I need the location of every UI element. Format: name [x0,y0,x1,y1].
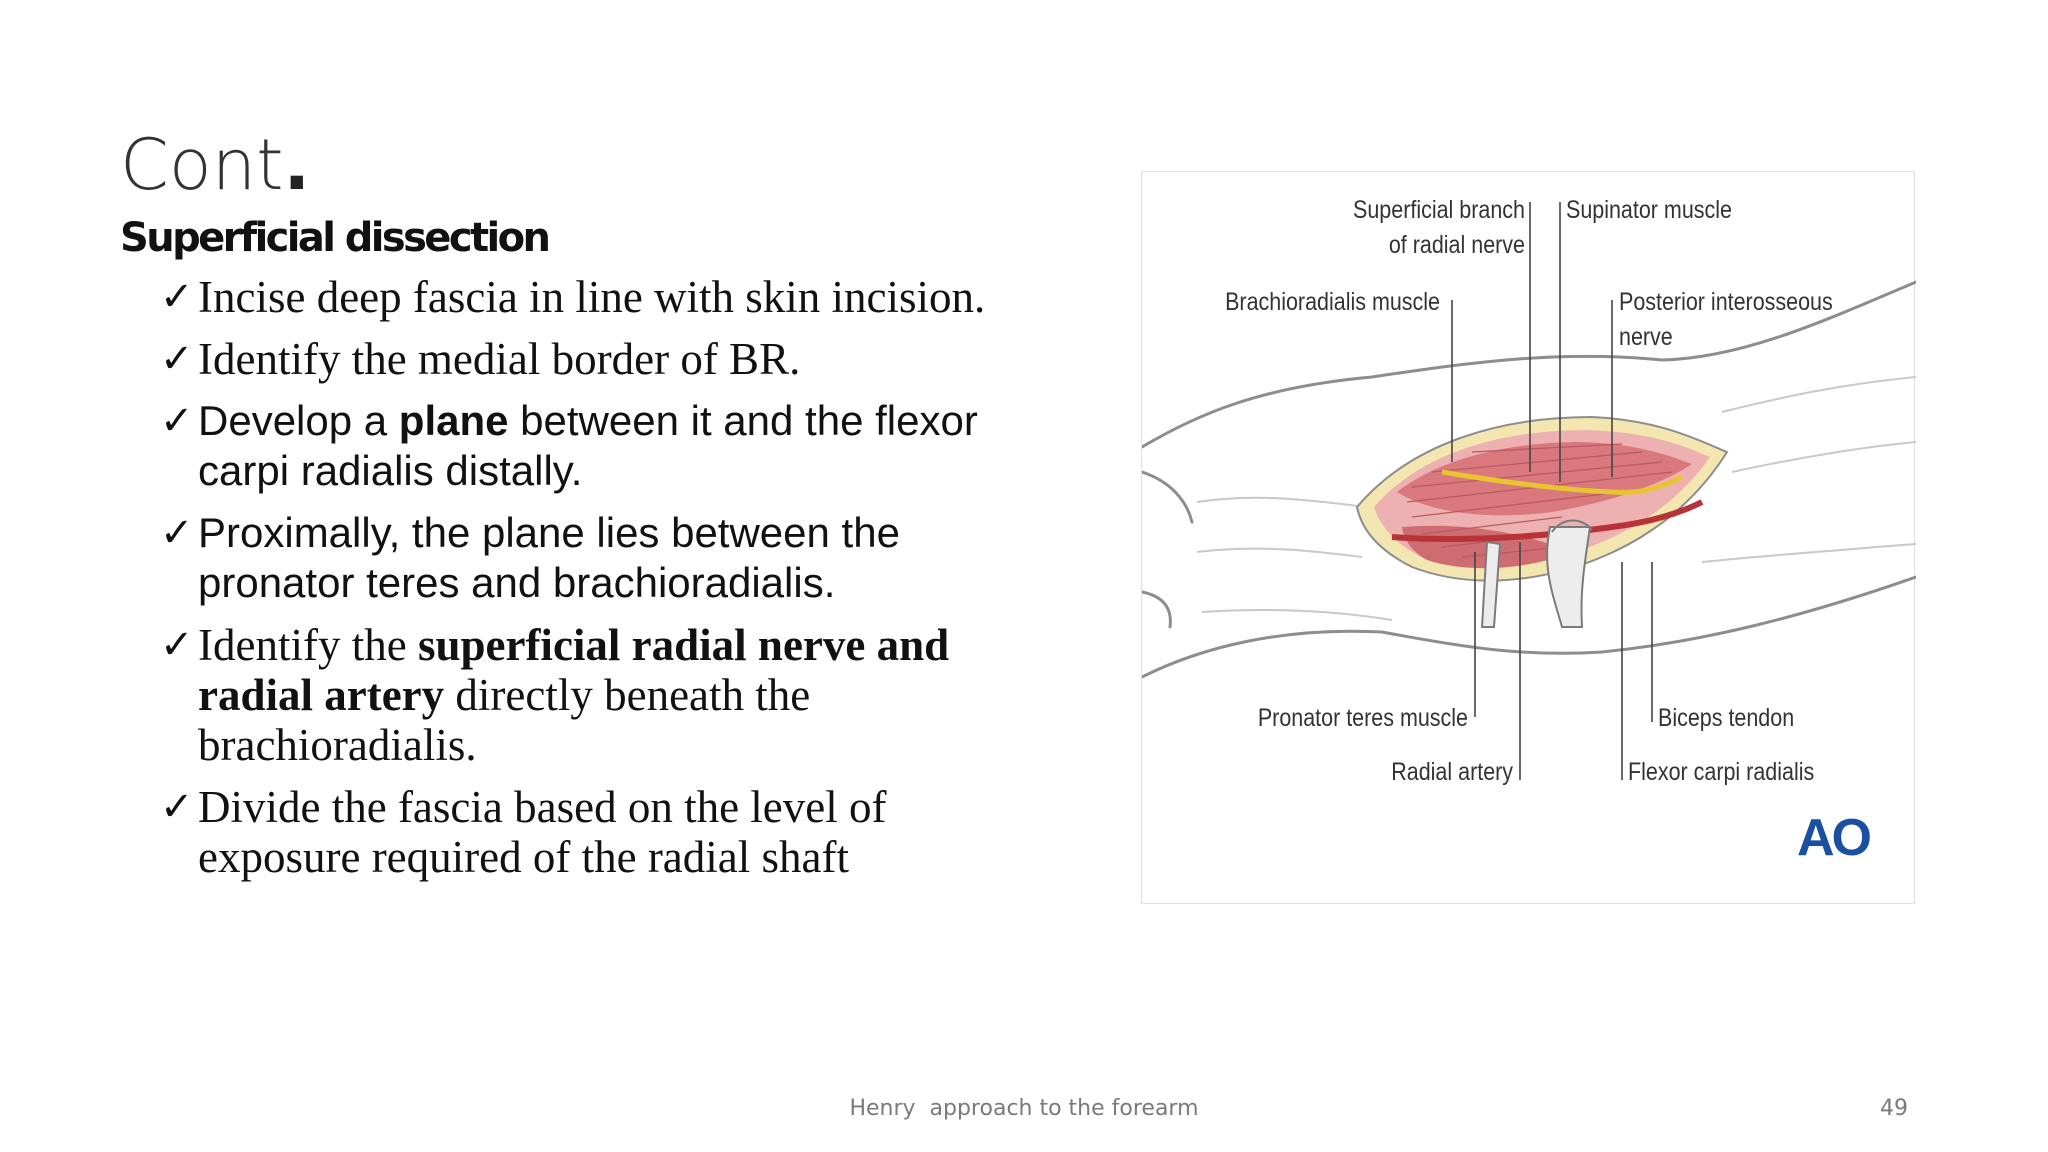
label-pronator-teres-muscle: Pronator teres muscle [1258,703,1468,731]
bullet-text: directly beneath the brachioradialis. [198,670,811,770]
bullet-text: Develop a [198,397,399,444]
bullet-item: ✓ Divide the fascia based on the level o… [160,782,1020,882]
superficial-radial-nerve [1441,469,1684,495]
retractor-left [1480,540,1502,628]
leader-lines [1451,202,1653,780]
label-brachioradialis-muscle: Brachioradialis muscle [1225,287,1440,315]
label-superficial-branch-line2: of radial nerve [1389,230,1525,258]
bullet-text: Proximally, the plane lies between the p… [198,509,900,606]
bullet-item: ✓ Proximally, the plane lies between the… [160,508,1020,608]
bullet-text: Incise deep fascia in line with skin inc… [198,272,986,322]
bullet-list: ✓ Incise deep fascia in line with skin i… [160,272,1020,894]
retractor-center [1546,526,1592,628]
bullet-text: Divide the fascia based on the level of … [198,782,887,882]
bone-outline [1196,376,1916,621]
checkmark-icon: ✓ [160,510,194,556]
anatomy-illustration: Superficial branch of radial nerve Supin… [1141,171,1916,904]
page-number: 49 [1880,1096,1908,1121]
bullet-bold-text: superficial radial nerve and radial arte… [198,620,950,720]
checkmark-icon: ✓ [160,274,194,320]
title-punctuation: . [283,124,311,206]
bullet-bold-text: plane [398,397,509,444]
checkmark-icon: ✓ [160,784,194,830]
label-superficial-branch-line1: Superficial branch [1353,195,1525,223]
forearm-outline [1142,280,1916,679]
label-biceps-tendon: Biceps tendon [1658,703,1794,731]
ao-logo: AO [1797,809,1871,867]
bullet-text: Identify the medial border of BR. [198,334,801,384]
label-supinator-muscle: Supinator muscle [1566,195,1732,223]
label-posterior-interosseous-line1: Posterior interosseous [1619,287,1833,315]
slide-title: Cont. [120,130,310,200]
title-text: Cont [120,124,284,206]
label-flexor-carpi-radialis: Flexor carpi radialis [1628,757,1814,785]
checkmark-icon: ✓ [160,336,194,382]
section-subtitle: Superficial dissection [120,215,551,261]
bullet-text: between it and the flexor carpi radialis… [198,397,978,494]
label-radial-artery: Radial artery [1391,757,1513,785]
bullet-item: ✓ Identify the superficial radial nerve … [160,620,1020,770]
figure-labels: Superficial branch of radial nerve Supin… [1225,195,1833,785]
bullet-item: ✓ Develop a plane between it and the fle… [160,396,1020,496]
checkmark-icon: ✓ [160,622,194,668]
bullet-item: ✓ Incise deep fascia in line with skin i… [160,272,1020,322]
forearm-dissection-drawing: Superficial branch of radial nerve Supin… [1142,195,1916,867]
label-posterior-interosseous-line2: nerve [1619,322,1673,350]
incision-area [1355,415,1729,628]
checkmark-icon: ✓ [160,398,194,444]
slide-footer: Henry approach to the forearm [849,1096,1199,1121]
bullet-item: ✓ Identify the medial border of BR. [160,334,1020,384]
bullet-text: Identify the [198,620,418,670]
